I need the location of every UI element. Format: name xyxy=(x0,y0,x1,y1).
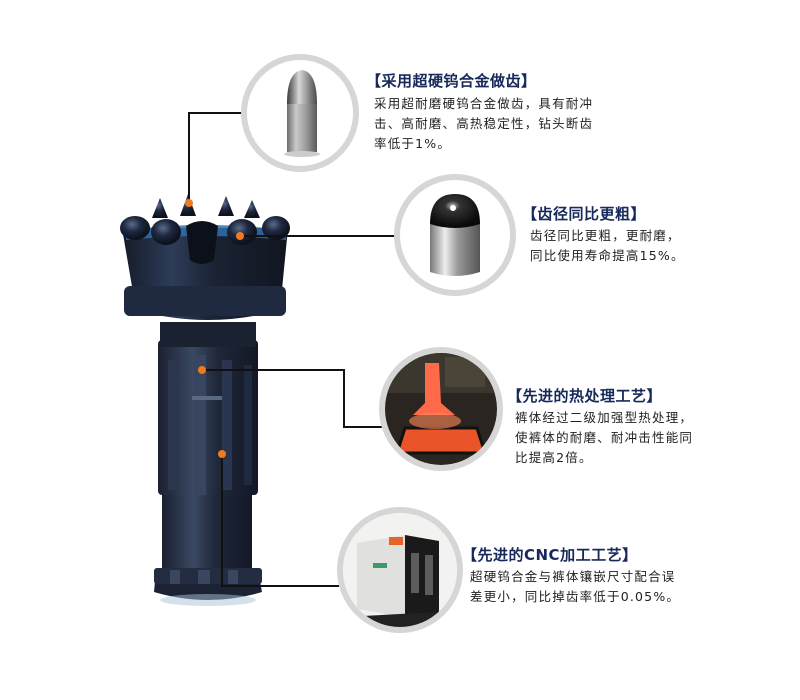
feature-title-thicker-button: 【齿径同比更粗】 xyxy=(522,205,647,223)
callout-dot-4 xyxy=(218,450,226,458)
feature-desc-carbide-teeth: 采用超耐磨硬钨合金做齿，具有耐冲 击、高耐磨、高热稳定性，钻头断齿 率低于1%。 xyxy=(374,96,594,151)
feature-image-heat-treatment xyxy=(379,347,503,471)
feature-desc-cnc-machining: 超硬钨合金与裤体镶嵌尺寸配合误 差更小，同比掉齿率低于0.05%。 xyxy=(470,569,681,604)
feature-image-carbide-spherical xyxy=(394,174,516,296)
feature-title-heat-treatment: 【先进的热处理工艺】 xyxy=(507,387,663,405)
callout-dot-1 xyxy=(185,199,193,207)
drill-bit-product-image xyxy=(110,190,300,610)
feature-image-carbide-pointed xyxy=(241,54,359,172)
callout-dot-3 xyxy=(198,366,206,374)
feature-title-carbide-teeth: 【采用超硬钨合金做齿】 xyxy=(366,72,537,90)
feature-desc-heat-treatment: 裤体经过二级加强型热处理， 使裤体的耐磨、耐冲击性能同 比提高2倍。 xyxy=(515,410,694,465)
callout-dot-2 xyxy=(236,232,244,240)
feature-image-cnc-machine xyxy=(337,507,463,633)
feature-title-cnc-machining: 【先进的CNC加工工艺】 xyxy=(462,546,638,564)
feature-desc-thicker-button: 齿径同比更粗，更耐磨， 同比使用寿命提高15%。 xyxy=(530,228,685,263)
